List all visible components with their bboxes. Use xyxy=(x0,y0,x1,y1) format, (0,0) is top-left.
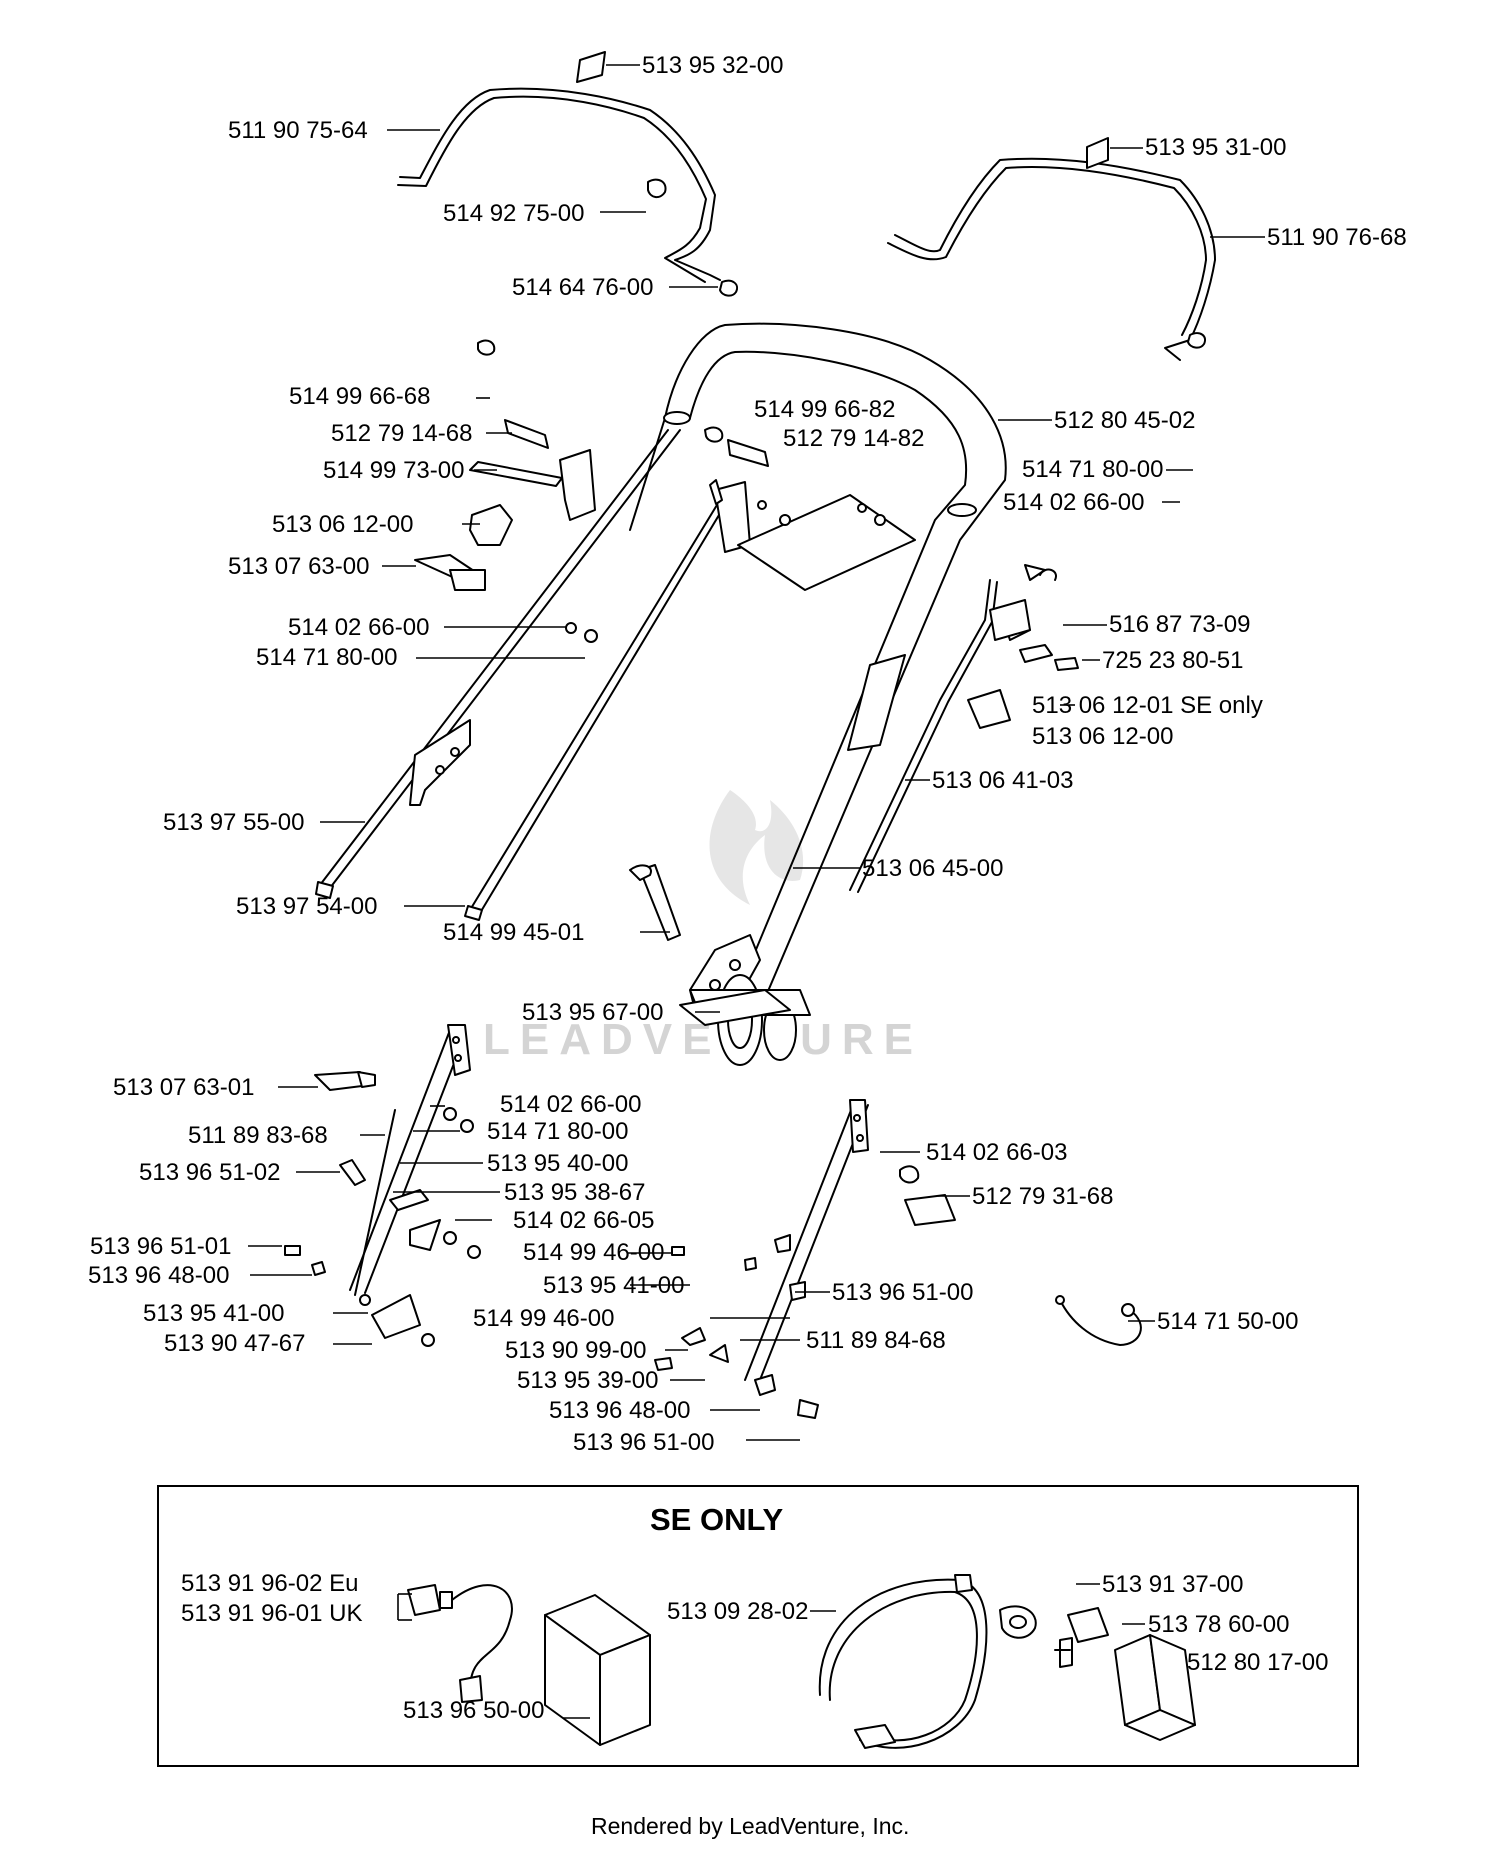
part-label: 513 95 41-00 xyxy=(543,1272,684,1299)
part-label: 516 87 73-09 xyxy=(1109,611,1250,638)
part-label: 513 06 12-00 xyxy=(1032,723,1173,750)
part-label: 513 96 51-00 xyxy=(832,1279,973,1306)
footer-credit: Rendered by LeadVenture, Inc. xyxy=(591,1813,909,1839)
part-label: 513 96 48-00 xyxy=(88,1262,229,1289)
part-label: 514 02 66-00 xyxy=(288,614,429,641)
part-label: 725 23 80-51 xyxy=(1102,647,1243,674)
part-label: 511 89 83-68 xyxy=(188,1122,328,1149)
se-only-box: SE ONLY 513 09 28-02 513 91 96-02 E xyxy=(157,1485,1359,1767)
part-label: 511 89 84-68 xyxy=(806,1327,946,1354)
part-label: 514 71 50-00 xyxy=(1157,1308,1298,1335)
part-shapes xyxy=(284,51,1216,1419)
part-label: 513 95 38-67 xyxy=(504,1179,645,1206)
part-label: 514 99 73-00 xyxy=(323,457,464,484)
part-label: 514 02 66-00 xyxy=(500,1091,641,1118)
part-label: 514 99 46-00 xyxy=(523,1239,664,1266)
part-label: 513 09 28-02 xyxy=(667,1598,808,1625)
part-label: 513 95 67-00 xyxy=(522,999,663,1026)
part-label: 511 90 76-68 xyxy=(1267,224,1407,251)
part-label: 513 95 31-00 xyxy=(1145,134,1286,161)
leader-lines xyxy=(248,64,1265,1711)
part-label: 512 80 17-00 xyxy=(1187,1649,1328,1676)
se-only-title: SE ONLY xyxy=(650,1502,784,1537)
part-label: 513 96 51-02 xyxy=(139,1159,280,1186)
part-label: 513 91 96-01 UK xyxy=(181,1600,362,1627)
part-label: 513 95 32-00 xyxy=(642,52,783,79)
part-label: 513 91 37-00 xyxy=(1102,1571,1243,1598)
part-label: 514 99 46-00 xyxy=(473,1305,614,1332)
watermark-text: LEADVENTURE xyxy=(483,1015,923,1064)
part-label: 513 95 39-00 xyxy=(517,1367,658,1394)
part-label: 514 02 66-03 xyxy=(926,1139,1067,1166)
part-label: 513 90 99-00 xyxy=(505,1337,646,1364)
part-label: 514 92 75-00 xyxy=(443,200,584,227)
part-label: 513 06 12-00 xyxy=(272,511,413,538)
part-label: 513 06 45-00 xyxy=(862,855,1003,882)
part-label: 513 91 96-02 Eu xyxy=(181,1570,358,1597)
part-label: 513 97 55-00 xyxy=(163,809,304,836)
part-label: 513 96 50-00 xyxy=(403,1697,544,1724)
part-label: 514 02 66-00 xyxy=(1003,489,1144,516)
part-label: 513 96 51-00 xyxy=(573,1429,714,1456)
part-label: 513 06 12-01 SE only xyxy=(1032,692,1263,719)
leadventure-watermark: LEADVENTURE xyxy=(483,790,923,1064)
part-label: 514 71 80-00 xyxy=(256,644,397,671)
part-label: 514 71 80-00 xyxy=(487,1118,628,1145)
part-label: 512 79 14-68 xyxy=(331,420,472,447)
part-label: 514 99 66-68 xyxy=(289,383,430,410)
part-label: 514 02 66-05 xyxy=(513,1207,654,1234)
part-label: 513 95 41-00 xyxy=(143,1300,284,1327)
part-label: 513 78 60-00 xyxy=(1148,1611,1289,1638)
part-label: 513 96 48-00 xyxy=(549,1397,690,1424)
part-label: 514 64 76-00 xyxy=(512,274,653,301)
part-label: 513 96 51-01 xyxy=(90,1233,231,1260)
part-label: 512 80 45-02 xyxy=(1054,407,1195,434)
part-label: 513 97 54-00 xyxy=(236,893,377,920)
part-label: 514 71 80-00 xyxy=(1022,456,1163,483)
part-label: 514 99 45-01 xyxy=(443,919,584,946)
part-label: 513 95 40-00 xyxy=(487,1150,628,1177)
part-label: 513 90 47-67 xyxy=(164,1330,305,1357)
part-label: 514 99 66-82 xyxy=(754,396,895,423)
part-label: 513 07 63-01 xyxy=(113,1074,254,1101)
part-label: 513 07 63-00 xyxy=(228,553,369,580)
part-labels: 513 95 32-00 511 90 75-64 514 92 75-00 5… xyxy=(88,52,1407,1456)
part-label: 513 06 41-03 xyxy=(932,767,1073,794)
part-label: 512 79 14-82 xyxy=(783,425,924,452)
part-label: 512 79 31-68 xyxy=(972,1183,1113,1210)
part-label: 511 90 75-64 xyxy=(228,117,368,144)
